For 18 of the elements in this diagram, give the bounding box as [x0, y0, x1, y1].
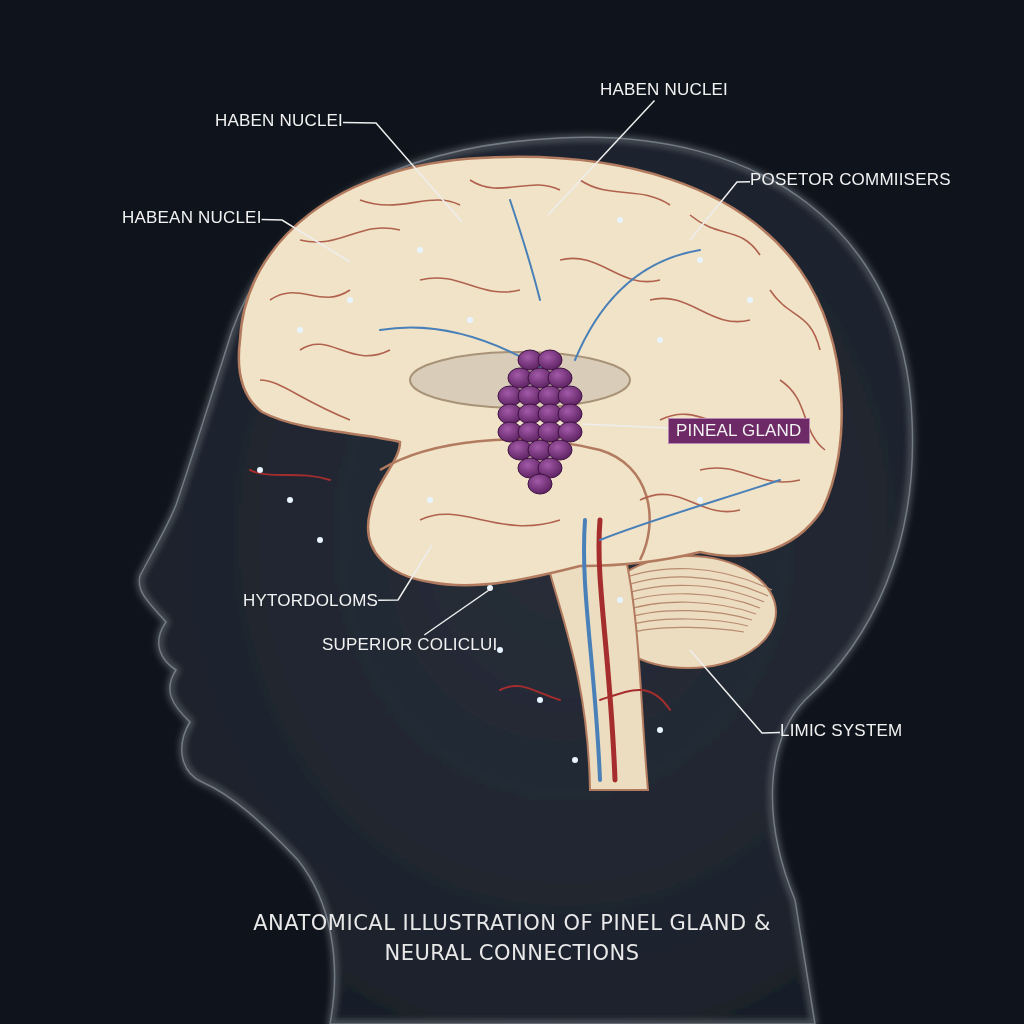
leader-line	[689, 181, 751, 241]
structure-label: POSETOR COMMIISERS	[750, 170, 951, 191]
structure-label: HABEN NUCLEI	[215, 111, 344, 132]
leader-line	[689, 649, 781, 734]
structure-label: HYTORDOLOMS	[243, 591, 379, 612]
leader-line	[423, 587, 493, 636]
leader-line	[342, 121, 463, 223]
leader-line	[547, 99, 656, 216]
highlighted-label: PINEAL GLAND	[668, 418, 810, 445]
leader-line	[260, 218, 351, 263]
pineal-gland-drawing	[497, 349, 583, 495]
structure-label: LIMIC SYSTEM	[780, 721, 903, 742]
leader-line	[377, 544, 433, 602]
leader-line	[581, 423, 669, 429]
structure-label: HABEAN NUCLEI	[122, 208, 262, 229]
diagram-title: ANATOMICAL ILLUSTRATION OF PINEL GLAND & NEURAL CONNECTIONS	[252, 910, 772, 968]
structure-label: HABEN NUCLEI	[600, 80, 729, 101]
structure-label: SUPERIOR COLICLUI	[322, 635, 498, 656]
